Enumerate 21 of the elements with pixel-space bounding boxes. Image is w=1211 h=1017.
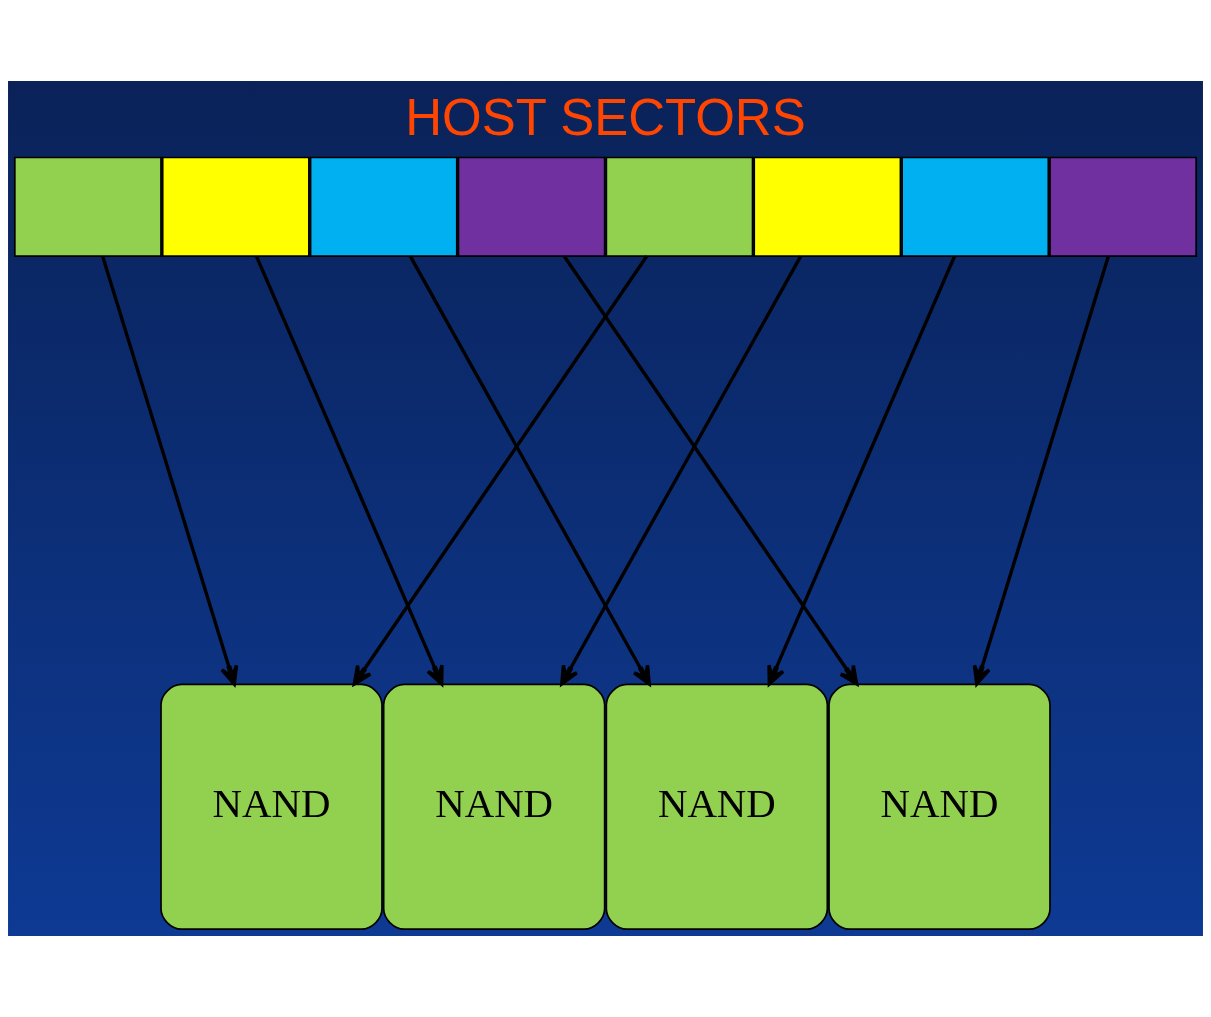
arrow — [254, 255, 444, 686]
node-box — [13, 156, 162, 257]
arrow — [101, 255, 239, 686]
node-box — [457, 156, 606, 257]
node-box: NAND — [382, 683, 606, 931]
arrow — [560, 255, 803, 686]
node-box — [309, 156, 458, 257]
diagram-title: HOST SECTORS — [405, 89, 806, 147]
arrow — [352, 255, 649, 686]
node-box — [605, 156, 754, 257]
node-box: NAND — [160, 683, 383, 931]
node-box — [161, 156, 310, 257]
node-box: NAND — [605, 683, 829, 931]
arrow — [767, 255, 957, 686]
node-box: NAND — [828, 683, 1051, 931]
arrow — [562, 255, 859, 686]
node-box — [753, 156, 902, 257]
node-box — [1049, 156, 1198, 257]
node-box — [901, 156, 1050, 257]
arrow — [972, 255, 1110, 686]
arrow — [408, 255, 651, 686]
